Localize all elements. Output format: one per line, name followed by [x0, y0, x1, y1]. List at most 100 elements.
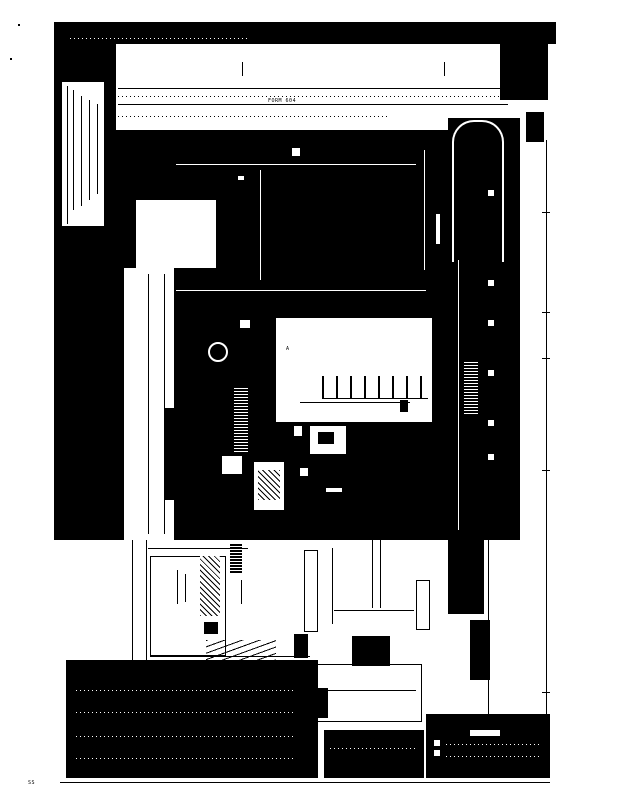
page-marker: B — [130, 490, 134, 496]
lower-diagonal — [206, 640, 276, 660]
central-elevation-bays — [322, 376, 428, 399]
notes-panel-text-lines — [80, 96, 82, 206]
right-column — [448, 118, 520, 540]
bottom-left-rule — [76, 712, 296, 713]
lower-plan-wall — [146, 540, 147, 660]
lower-plan-wall — [334, 610, 414, 611]
lower-plan-wall — [332, 548, 333, 624]
interior-wall — [176, 290, 426, 291]
lower-block — [294, 634, 308, 658]
bottom-left-rule — [76, 690, 296, 691]
title-strip-rule — [118, 104, 508, 105]
title-strip-tick — [444, 62, 445, 76]
dimension-tick — [542, 470, 550, 471]
interior-wall — [176, 164, 416, 165]
dimension-line — [546, 140, 547, 720]
window-mark — [488, 190, 494, 196]
title-strip-tick — [242, 62, 243, 76]
fixture-mark — [300, 468, 308, 476]
title-block-text: FORM 604 — [268, 98, 297, 104]
lower-plan-wall — [372, 538, 373, 608]
dimension-tick — [542, 692, 550, 693]
central-room-label: A — [286, 346, 290, 352]
bottom-left-rule — [76, 758, 296, 759]
right-lower-column — [456, 540, 476, 550]
stray-mark — [10, 58, 12, 60]
notes-panel-text-lines — [96, 104, 98, 194]
lower-left-room — [150, 556, 226, 656]
dimension-tick — [542, 358, 550, 359]
title-strip-dotted-rule — [118, 96, 508, 97]
lower-box-hatch — [258, 470, 280, 500]
lower-left-room-hatch — [200, 556, 220, 616]
title-strip-dotted-rule — [118, 116, 388, 117]
stray-mark — [18, 24, 20, 26]
lower-plan-box — [304, 550, 318, 632]
dimension-tick — [542, 212, 550, 213]
bottom-right-dots — [446, 756, 542, 757]
notes-panel-text-lines — [72, 90, 74, 210]
fixture-mark — [326, 488, 342, 492]
title-block-corner — [500, 30, 548, 100]
round-fixture — [208, 342, 228, 362]
lower-room-text — [240, 580, 242, 604]
central-room — [276, 318, 432, 422]
right-lower-column — [470, 620, 490, 680]
lower-box-mark — [318, 432, 334, 444]
bottom-right-dots — [446, 744, 542, 745]
bottom-right-block — [426, 714, 550, 778]
fixture-mark — [294, 426, 302, 436]
central-room-rule — [300, 402, 410, 403]
right-lower-column — [448, 538, 484, 614]
fixture-mark — [240, 320, 250, 328]
title-strip-rule — [118, 88, 508, 89]
top-banner-dotted-rule — [70, 38, 250, 39]
notes-panel-text-lines — [88, 100, 90, 200]
lower-left-room-mark — [204, 622, 218, 634]
bottom-left-mark: SS — [28, 780, 36, 786]
left-room — [136, 200, 216, 268]
notes-panel-text-lines — [66, 86, 68, 224]
right-lower-line — [488, 540, 489, 720]
bottom-center-dots — [330, 748, 416, 749]
bottom-left-block — [66, 660, 318, 778]
top-right-sliver — [526, 112, 544, 142]
top-banner — [54, 22, 556, 44]
dimension-tick — [542, 312, 550, 313]
lower-left-room-text — [176, 570, 178, 604]
bottom-center-mark — [318, 688, 328, 718]
bottom-right-label — [470, 730, 500, 736]
lower-left-room-text — [184, 574, 186, 602]
lower-block — [352, 636, 390, 666]
window-mark — [488, 454, 494, 460]
bottom-center-rule — [320, 690, 416, 691]
title-strip — [116, 44, 510, 124]
bottom-center-frame — [316, 664, 422, 722]
bottom-center-block — [324, 730, 424, 778]
fixture-mark — [292, 148, 300, 156]
notes-panel-header — [68, 46, 108, 78]
lower-stair — [230, 544, 242, 574]
lower-box — [222, 456, 242, 474]
bottom-left-rule — [76, 736, 296, 737]
stair-run — [464, 360, 478, 414]
lower-plan-wall — [132, 540, 133, 670]
fixture-mark — [436, 214, 440, 244]
left-corridor-wall — [148, 274, 149, 534]
right-column-curve — [452, 120, 504, 262]
bottom-rule — [60, 782, 550, 783]
window-mark — [488, 420, 494, 426]
interior-wall — [260, 170, 261, 280]
window-mark — [488, 320, 494, 326]
right-column-line — [458, 260, 459, 530]
window-mark — [488, 370, 494, 376]
title-block-corner-texture — [510, 54, 540, 88]
left-corridor-block — [164, 408, 174, 500]
fixture-mark — [238, 176, 244, 180]
lower-plan-box — [416, 580, 430, 630]
central-room-marker — [400, 400, 408, 412]
bottom-right-mark — [434, 750, 440, 756]
bottom-right-mark — [434, 740, 440, 746]
interior-wall — [424, 150, 425, 270]
